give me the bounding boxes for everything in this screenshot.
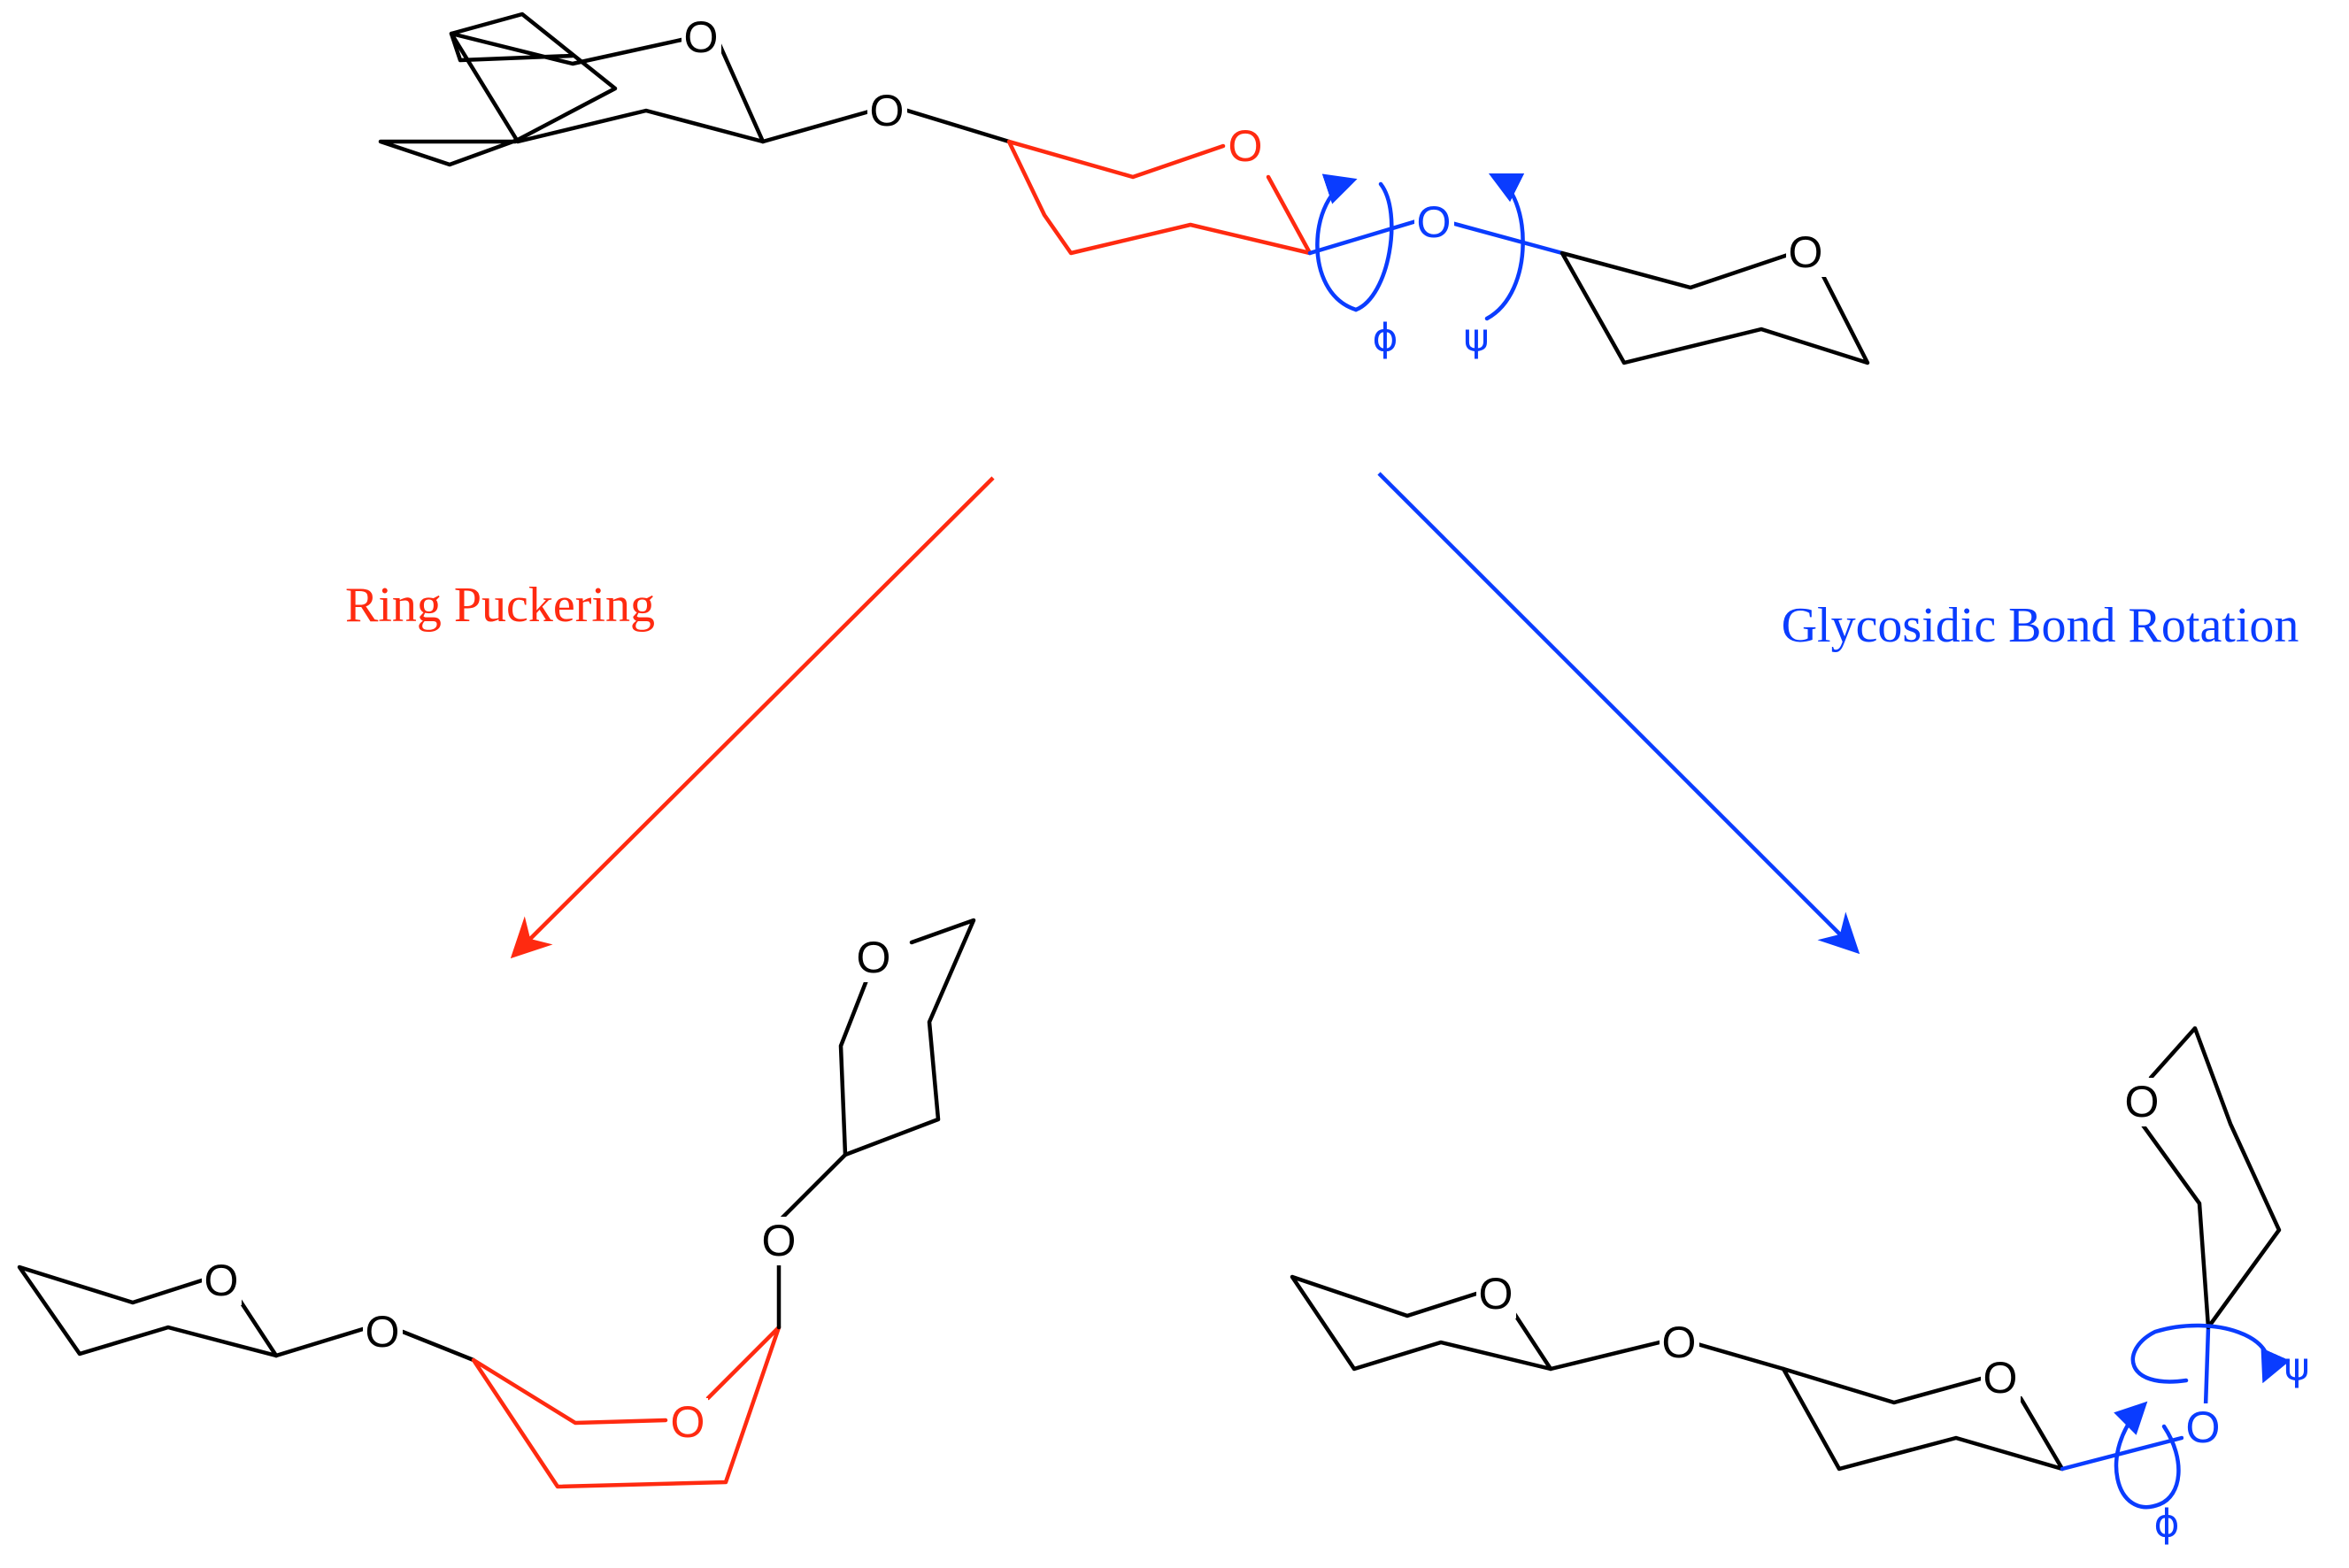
bl-left-ring — [17, 1264, 279, 1358]
ring-puckering-label: Ring Puckering — [345, 578, 655, 633]
oxygen-atom: O — [671, 1397, 705, 1447]
top-left-ring — [378, 12, 618, 167]
br-middle-ring — [1781, 1366, 2065, 1472]
top-trisaccharide: O O O O O ϕ ψ — [378, 12, 1870, 365]
phi-label: ϕ — [2153, 1502, 2179, 1547]
bl-link-2 — [776, 1152, 848, 1330]
phi-rotation-arrow — [1315, 173, 1359, 312]
ring-puckering-arrow — [510, 476, 995, 959]
oxygen-atom: O — [2186, 1403, 2221, 1452]
oxygen-atom: O — [1662, 1318, 1697, 1367]
oxygen-atom: O — [1417, 197, 1452, 247]
glycosidic-rotation-label: Glycosidic Bond Rotation — [1782, 598, 2299, 653]
top-left-ring-shape — [449, 31, 766, 144]
psi-label: ψ — [1463, 316, 1489, 361]
top-middle-ring — [1006, 139, 1313, 256]
top-right-ring — [1560, 250, 1870, 365]
br-atoms: O O O O O — [1476, 1077, 2223, 1452]
oxygen-atom: O — [204, 1256, 239, 1305]
oxygen-atom: O — [2125, 1077, 2160, 1126]
br-phi-rotation — [2114, 1401, 2162, 1510]
oxygen-atom: O — [684, 12, 719, 62]
oxygen-atom: O — [762, 1216, 797, 1265]
br-left-ring — [1290, 1274, 1553, 1372]
oxygen-atom: O — [1983, 1353, 2018, 1403]
br-glycosidic-bonds — [2060, 1325, 2211, 1472]
psi-rotation-arrow — [1484, 173, 1525, 321]
phi-label: ϕ — [1372, 316, 1398, 361]
bottom-right-trisaccharide: O O O O O ψ ϕ — [1290, 1026, 2310, 1547]
phi-rotation-tail — [1353, 181, 1394, 312]
br-link-1 — [1548, 1340, 1786, 1372]
bottom-left-trisaccharide: O O O O O — [17, 918, 976, 1489]
psi-label: ψ — [2284, 1345, 2309, 1390]
oxygen-atom: O — [857, 933, 891, 982]
br-phi-rotation-tail — [2157, 1424, 2181, 1507]
top-glycosidic-bonds — [1307, 219, 1565, 256]
br-top-ring — [2139, 1026, 2282, 1330]
top-link-1 — [760, 107, 1012, 144]
bl-middle-ring — [471, 1325, 782, 1489]
bl-top-ring — [838, 918, 976, 1157]
top-atoms: O O O O O — [682, 12, 1826, 277]
oxygen-atom: O — [1789, 227, 1823, 277]
bl-link-1 — [273, 1326, 476, 1363]
glycosidic-rotation-arrow — [1377, 472, 1860, 955]
oxygen-atom: O — [1479, 1269, 1513, 1318]
oxygen-atom: O — [1228, 121, 1263, 171]
oxygen-atom: O — [366, 1307, 400, 1357]
br-psi-rotation — [2130, 1323, 2291, 1384]
oxygen-atom: O — [870, 86, 905, 135]
bl-atoms: O O O O O — [202, 933, 894, 1447]
